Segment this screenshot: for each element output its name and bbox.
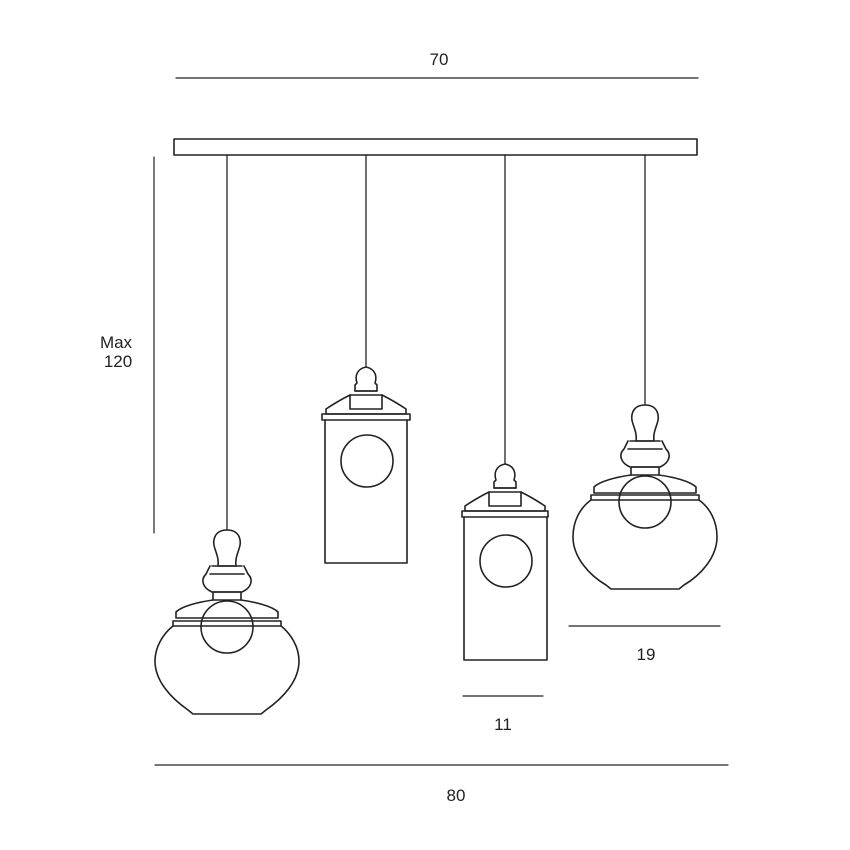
pendant-1-bowl: [154, 529, 300, 715]
pendant-4-bowl: [572, 404, 718, 590]
max-drop-label-line2: 120: [104, 352, 132, 371]
pendant-2-collar: [349, 390, 383, 410]
max-drop-label-line1: Max: [100, 333, 133, 352]
pendant-4-cap: [593, 474, 697, 494]
pendant-1-rim: [172, 620, 282, 627]
pendant-1-cap: [175, 599, 279, 619]
pendant-3-cap: [464, 491, 546, 512]
total-width-label: 80: [447, 786, 466, 805]
pendant-3-shade: [463, 516, 548, 661]
pendant-3-collar: [488, 487, 522, 507]
pendant-2-cap: [325, 394, 407, 415]
pendant-3-cylinder: [461, 463, 549, 661]
pendant-2-bulb: [340, 434, 394, 488]
pendant-4-rim: [590, 494, 700, 501]
pendant-1-shade: [154, 625, 300, 715]
pendant-4-shade: [572, 499, 718, 590]
pendant-1-bulb: [200, 600, 254, 654]
pendant-4-neck: [620, 440, 670, 468]
pendant-1-collar: [212, 591, 242, 601]
cylinder-shade-width-label: 11: [494, 715, 512, 734]
bowl-shade-width-label: 19: [637, 645, 656, 664]
pendant-4-collar: [630, 466, 660, 476]
pendant-1-neck: [202, 565, 252, 593]
pendant-4-bulb: [618, 475, 672, 529]
pendant-3-bulb: [479, 534, 533, 588]
pendant-3-rim: [461, 510, 549, 518]
pendant-2-finial: [354, 366, 378, 392]
pendant-3-finial: [493, 463, 517, 489]
canopy-bar: [173, 138, 698, 156]
pendant-2-cylinder: [321, 366, 411, 564]
pendant-2-rim: [321, 413, 411, 421]
canopy-width-label: 70: [430, 50, 449, 69]
pendant-2-shade: [324, 419, 408, 564]
pendant-1-finial: [212, 529, 242, 567]
pendant-4-finial: [630, 404, 660, 442]
